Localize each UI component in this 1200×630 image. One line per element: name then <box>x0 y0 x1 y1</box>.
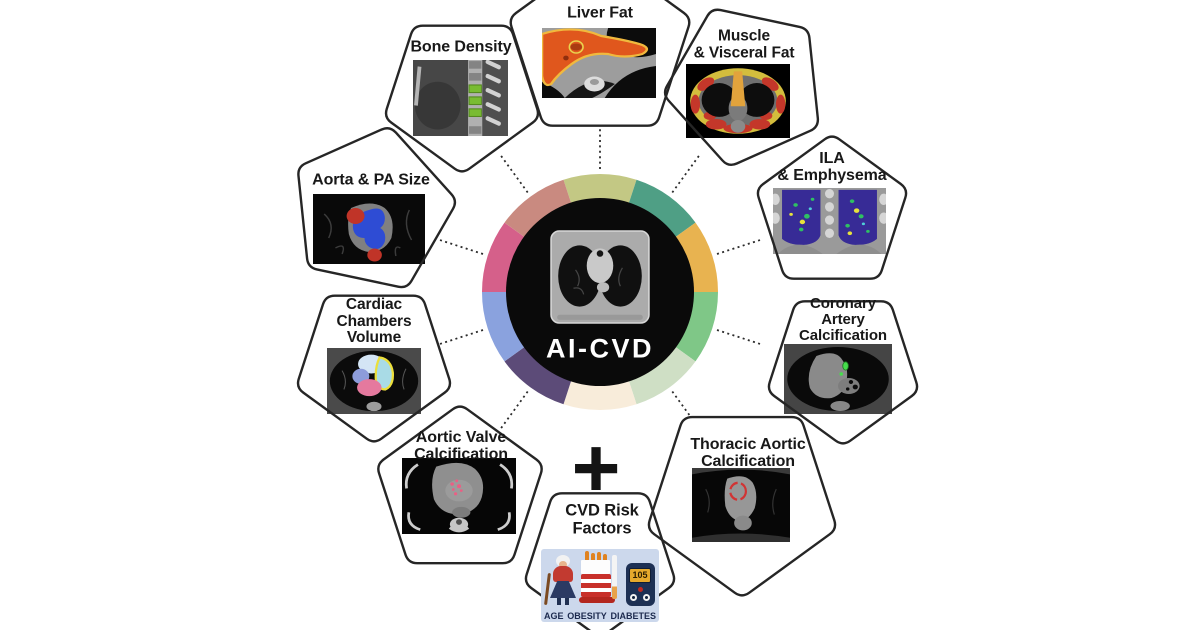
connector-ila-emphysema <box>716 238 762 255</box>
badge-image-liver-fat <box>542 28 656 98</box>
badge-label-coronary-artery-calcification: Coronary Artery Calcification <box>799 294 887 345</box>
badge-label-aorta-pa-size: Aorta & PA Size <box>312 171 430 189</box>
connector-aorta-pa-size <box>438 238 484 255</box>
connector-cardiac-chambers-volume <box>438 329 484 346</box>
badge-label-cardiac-chambers-volume: Cardiac Chambers Volume <box>336 296 412 347</box>
risk-label-age: AGE <box>544 611 564 621</box>
pentagon-outline-muscle-visceral-fat <box>663 8 820 167</box>
badge-image-ila-emphysema <box>773 188 886 254</box>
ring-segment-aortic-valve-calcification <box>504 346 572 405</box>
pentagon-outline-aortic-valve-calcification <box>377 405 543 565</box>
pentagon-outline-cvd-risk-factors <box>524 492 676 630</box>
pentagon-outline-ila-emphysema <box>756 135 908 280</box>
ring-segment-bone-density <box>504 179 572 238</box>
plus-icon: + <box>571 420 621 515</box>
risk-label-diabetes: DIABETES <box>610 611 656 621</box>
ring-segment-coronary-artery-calcification <box>675 292 719 362</box>
badge-label-bone-density: Bone Density <box>410 38 512 56</box>
ring-segment-liver-fat <box>563 174 637 204</box>
connector-bone-density <box>499 153 529 194</box>
badge-image-bone-density <box>413 60 508 136</box>
diabetes-glucometer-icon: 105 <box>626 563 655 606</box>
connector-coronary-artery-calcification <box>716 329 762 346</box>
badge-image-coronary-artery-calcification <box>784 344 892 414</box>
badge-image-thoracic-aortic-calcification <box>692 468 790 542</box>
risk-factor-labels: AGE OBESITY DIABETES <box>541 611 659 621</box>
ai-cvd-center-label: AI-CVD <box>546 333 654 364</box>
ring-segment-cvd-risk-factors <box>563 380 637 410</box>
badge-label-muscle-visceral-fat: Muscle & Visceral Fat <box>693 27 795 61</box>
obesity-food-icon <box>579 551 623 609</box>
risk-label-obesity: OBESITY <box>567 611 607 621</box>
badge-label-aortic-valve-calcification: Aortic Valve Calcification <box>414 428 508 463</box>
badge-image-cardiac-chambers-volume <box>327 348 421 414</box>
badge-label-thoracic-aortic-calcification: Thoracic Aortic Calcification <box>690 435 806 470</box>
ring-segment-thoracic-aortic-calcification <box>628 346 696 405</box>
badge-image-aorta-pa-size <box>313 194 425 264</box>
badge-label-liver-fat: Liver Fat <box>567 4 633 22</box>
pentagon-outline-thoracic-aortic-calcification <box>647 415 837 597</box>
hub-ct-scan-image <box>550 230 650 324</box>
badge-label-cvd-risk-factors: CVD Risk Factors <box>565 501 639 537</box>
ring-segment-ila-emphysema <box>675 222 718 292</box>
ring-segment-cardiac-chambers-volume <box>481 292 525 362</box>
badge-image-muscle-visceral-fat <box>686 64 790 138</box>
badge-label-ila-emphysema: ILA & Emphysema <box>777 149 887 184</box>
pentagon-outline-bone-density <box>384 24 540 173</box>
connector-muscle-visceral-fat <box>671 153 701 194</box>
pentagon-outline-coronary-artery-calcification <box>767 300 919 445</box>
ring-segment-muscle-visceral-fat <box>628 179 696 238</box>
pentagon-outline-aorta-pa-size <box>297 127 457 289</box>
ring-segment-aorta-pa-size <box>481 222 525 292</box>
glucometer-value: 105 <box>629 568 651 583</box>
pentagon-outline-cardiac-chambers-volume <box>296 294 452 443</box>
badge-image-aortic-valve-calcification <box>402 458 516 534</box>
elderly-woman-icon <box>544 555 578 607</box>
pentagon-outline-liver-fat <box>509 0 691 127</box>
connector-aortic-valve-calcification <box>499 390 529 431</box>
cigarette-icon <box>612 555 617 599</box>
badge-image-cvd-risk-factors: 105 AGE OBESITY DIABETES <box>541 549 659 622</box>
